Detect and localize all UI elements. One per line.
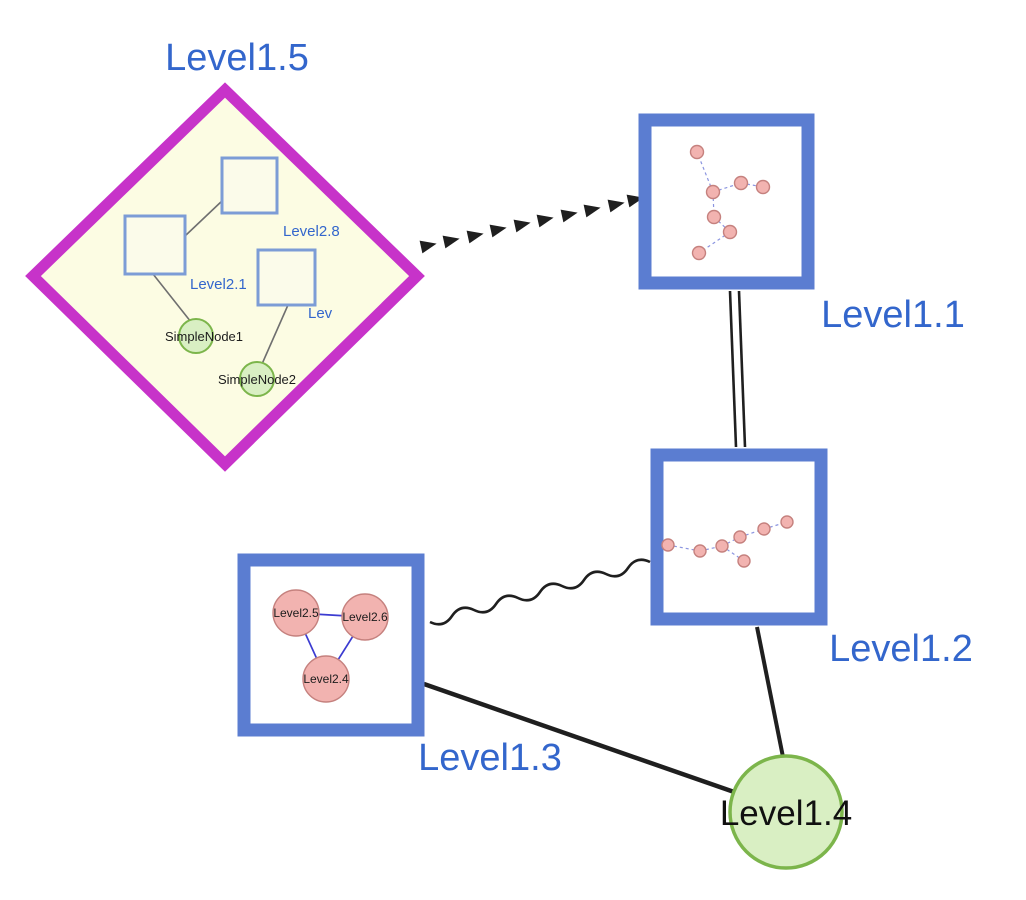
subgraph-node[interactable] xyxy=(722,224,738,240)
arrowhead-icon xyxy=(489,221,509,238)
label-lev: Lev xyxy=(308,305,333,322)
group-box-shape[interactable] xyxy=(638,113,815,290)
subgraph-node-level2-1[interactable] xyxy=(123,214,187,276)
node-level1-5[interactable]: Level2.8 Level2.1 Lev SimpleNode1 Simple… xyxy=(25,82,425,472)
arrowhead-icon xyxy=(583,201,603,218)
subgraph-node[interactable] xyxy=(693,544,707,558)
subgraph-edge xyxy=(184,199,224,237)
subgraph-node-level2-8[interactable] xyxy=(220,156,279,215)
subgraph-node[interactable] xyxy=(691,245,707,261)
subgraph-node[interactable] xyxy=(733,530,747,544)
node-level1-1[interactable] xyxy=(638,113,815,290)
label-level1-2: Level1.2 xyxy=(829,628,973,670)
subgraph-node[interactable] xyxy=(715,539,729,553)
label-level2-8: Level2.8 xyxy=(283,223,340,240)
subgraph-node[interactable] xyxy=(705,184,721,200)
label-level1-3: Level1.3 xyxy=(418,737,562,779)
label-level2-4: Level2.4 xyxy=(303,672,349,686)
double-edge-line xyxy=(728,290,738,448)
label-level1-4: Level1.4 xyxy=(720,794,852,833)
node-level1-2[interactable] xyxy=(650,448,828,626)
subgraph-node-simplenode1[interactable] xyxy=(178,318,214,354)
subgraph-node[interactable] xyxy=(733,175,749,191)
subgraph-node-level2-4[interactable] xyxy=(302,655,350,703)
node-level1-3[interactable]: Level2.5 Level2.6 Level2.4 xyxy=(237,553,425,737)
arrowhead-icon xyxy=(419,237,439,254)
subgraph-edge xyxy=(721,545,745,562)
label-simplenode1: SimpleNode1 xyxy=(165,329,243,344)
subgraph-node[interactable] xyxy=(757,522,771,536)
subgraph-node[interactable] xyxy=(689,144,705,160)
subgraph-node[interactable] xyxy=(661,538,675,552)
subgraph-node[interactable] xyxy=(755,179,771,195)
subgraph-edge xyxy=(261,304,289,365)
arrowhead-icon xyxy=(442,232,462,249)
arrowhead-icon xyxy=(513,216,533,233)
edge-level1-2-to-level1-3[interactable] xyxy=(429,558,651,626)
green-circle-shape[interactable] xyxy=(728,754,844,870)
group-box-shape[interactable] xyxy=(237,553,425,737)
arrowhead-icon xyxy=(536,211,556,228)
edge-level1-3-to-level1-4[interactable] xyxy=(423,681,738,796)
subgraph-node[interactable] xyxy=(737,554,751,568)
subgraph-edge xyxy=(739,528,765,538)
label-level2-5: Level2.5 xyxy=(273,606,319,620)
subgraph-node-level2-6[interactable] xyxy=(341,593,389,641)
edge-level1-2-to-level1-4[interactable] xyxy=(755,626,785,758)
arrowhead-icon xyxy=(560,206,580,223)
subgraph-edge xyxy=(152,273,192,323)
diamond-shape[interactable] xyxy=(25,82,425,472)
arrowhead-icon xyxy=(607,196,627,213)
edge-level1-5-to-level1-1[interactable] xyxy=(419,191,646,254)
subgraph-node-level2-5[interactable] xyxy=(272,589,320,637)
label-level1-1: Level1.1 xyxy=(821,294,965,336)
label-level1-5: Level1.5 xyxy=(165,37,309,79)
arrowhead-icon xyxy=(466,227,486,244)
label-simplenode2: SimpleNode2 xyxy=(218,372,296,387)
subgraph-node[interactable] xyxy=(780,515,794,529)
node-level1-4[interactable]: Level1.4 xyxy=(720,754,852,870)
label-level2-6: Level2.6 xyxy=(342,610,388,624)
subgraph-node-lev[interactable] xyxy=(256,248,317,307)
edge-level1-1-to-level1-2[interactable] xyxy=(728,290,747,448)
subgraph-node-simplenode2[interactable] xyxy=(239,361,275,397)
label-level2-1: Level2.1 xyxy=(190,276,247,293)
double-edge-line xyxy=(737,290,747,448)
subgraph-node[interactable] xyxy=(706,209,722,225)
